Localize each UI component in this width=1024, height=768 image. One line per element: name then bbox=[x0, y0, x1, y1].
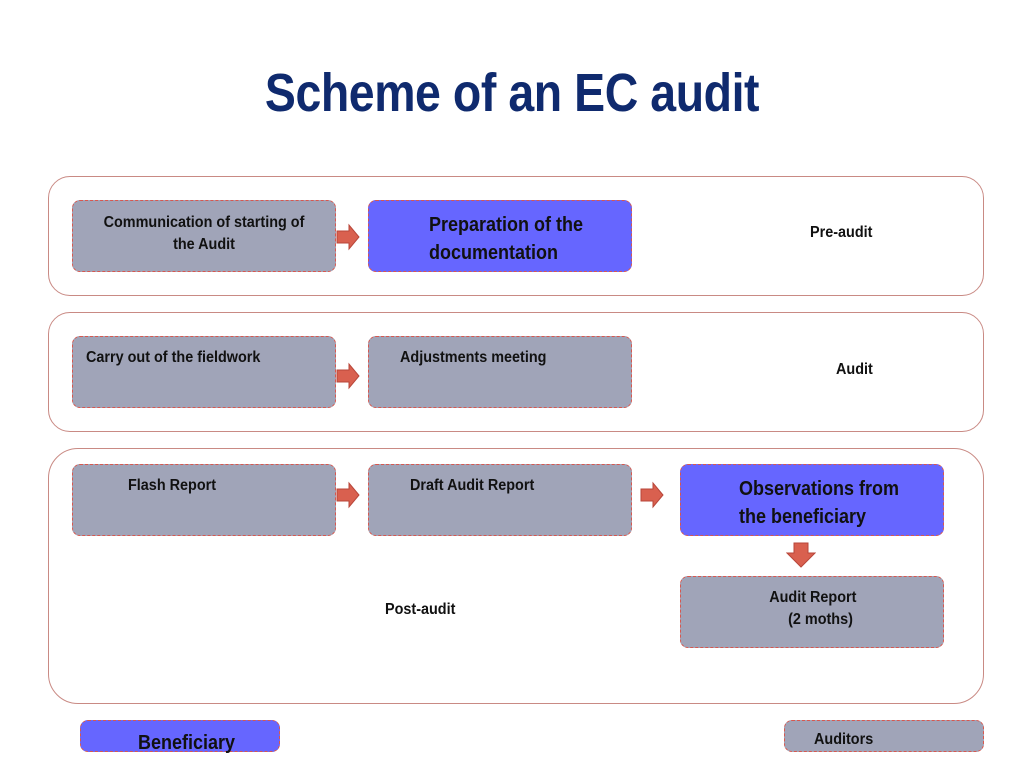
step-preparation-documentation: Preparation of the documentation bbox=[368, 200, 632, 272]
down-arrow-icon bbox=[785, 542, 817, 573]
step-draft-audit-report: Draft Audit Report bbox=[368, 464, 632, 536]
step-draft-audit-report-label: Draft Audit Report bbox=[410, 477, 535, 494]
step-final-audit-report: Audit Report (2 moths) bbox=[680, 576, 944, 648]
legend-auditors: Auditors bbox=[784, 720, 984, 752]
step-adjustments-meeting: Adjustments meeting bbox=[368, 336, 632, 408]
step-flash-report: Flash Report bbox=[72, 464, 336, 536]
right-arrow-icon bbox=[640, 481, 664, 514]
step-fieldwork: Carry out of the fieldwork bbox=[72, 336, 336, 408]
legend-beneficiary-label: Beneficiary bbox=[138, 732, 236, 754]
step-communication-start: Communication of starting of the Audit bbox=[72, 200, 336, 272]
phase-label-post-audit: Post-audit bbox=[385, 601, 456, 618]
step-fieldwork-label: Carry out of the fieldwork bbox=[86, 349, 261, 366]
step-communication-start-label: Communication of starting of the Audit bbox=[103, 214, 305, 253]
step-observations-beneficiary-label: Observations from the beneficiary bbox=[739, 478, 900, 528]
step-preparation-documentation-label: Preparation of the documentation bbox=[429, 214, 584, 264]
step-flash-report-label: Flash Report bbox=[128, 477, 217, 494]
page-title: Scheme of an EC audit bbox=[264, 63, 760, 123]
step-final-audit-report-duration: (2 moths) bbox=[788, 611, 853, 628]
right-arrow-icon bbox=[336, 223, 360, 256]
phase-label-audit: Audit bbox=[836, 361, 873, 378]
step-final-audit-report-label: Audit Report bbox=[769, 589, 857, 606]
legend-auditors-label: Auditors bbox=[814, 731, 874, 748]
right-arrow-icon bbox=[336, 481, 360, 514]
phase-label-pre-audit: Pre-audit bbox=[810, 224, 873, 241]
legend-beneficiary: Beneficiary bbox=[80, 720, 280, 754]
step-observations-beneficiary: Observations from the beneficiary bbox=[680, 464, 944, 536]
right-arrow-icon bbox=[336, 362, 360, 395]
step-adjustments-meeting-label: Adjustments meeting bbox=[400, 349, 547, 366]
